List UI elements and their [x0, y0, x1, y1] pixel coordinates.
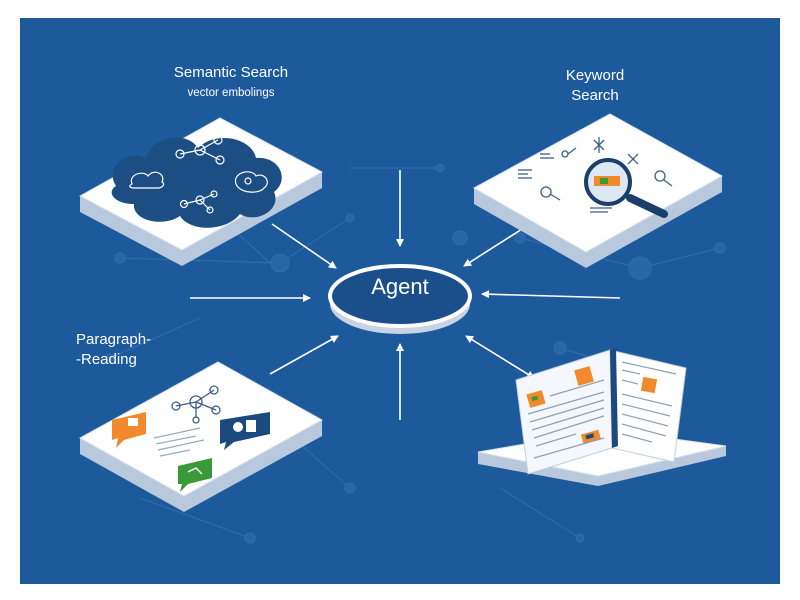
- semantic-search-label: Semantic Search vector embolings: [116, 64, 346, 99]
- arrow-keyword: [463, 223, 531, 267]
- agent-label: Agent: [371, 274, 429, 299]
- keyword-search-label: Keyword Search: [530, 66, 660, 106]
- arrow-right: [481, 290, 621, 299]
- keyword-search-card: [472, 113, 724, 268]
- semantic-search-card: [78, 117, 324, 266]
- magnifier-icon: [584, 158, 668, 218]
- network-icon: [171, 385, 221, 424]
- arrow-from-paragraph: [269, 335, 339, 375]
- cloud-network-icon: [111, 135, 282, 228]
- semantic-search-subtitle: vector embolings: [187, 87, 275, 99]
- arrow-book: [465, 335, 535, 379]
- arrow-from-semantic: [271, 223, 337, 269]
- keyword-search-line1: Keyword: [565, 67, 625, 84]
- text-lines: [153, 427, 205, 457]
- connector-arrows: [190, 170, 621, 420]
- agent-node: [328, 264, 472, 334]
- paragraph-reading-line1: Paragraph-: [76, 331, 152, 348]
- open-book-icon: [515, 348, 687, 475]
- semantic-search-title: Semantic Search: [173, 64, 289, 81]
- diagram-canvas: Agent Semantic Search vector embolings K…: [20, 18, 780, 584]
- paragraph-reading-card: [78, 361, 324, 512]
- keyword-search-line2: Search: [571, 87, 619, 104]
- keyword-glyphs: [518, 137, 673, 213]
- paragraph-reading-label: Paragraph- -Reading: [76, 330, 216, 370]
- chat-bubble-icon: [112, 412, 270, 492]
- diagram-scene: [78, 113, 727, 544]
- paragraph-reading-line2: -Reading: [76, 351, 137, 368]
- open-book-card: [477, 348, 727, 486]
